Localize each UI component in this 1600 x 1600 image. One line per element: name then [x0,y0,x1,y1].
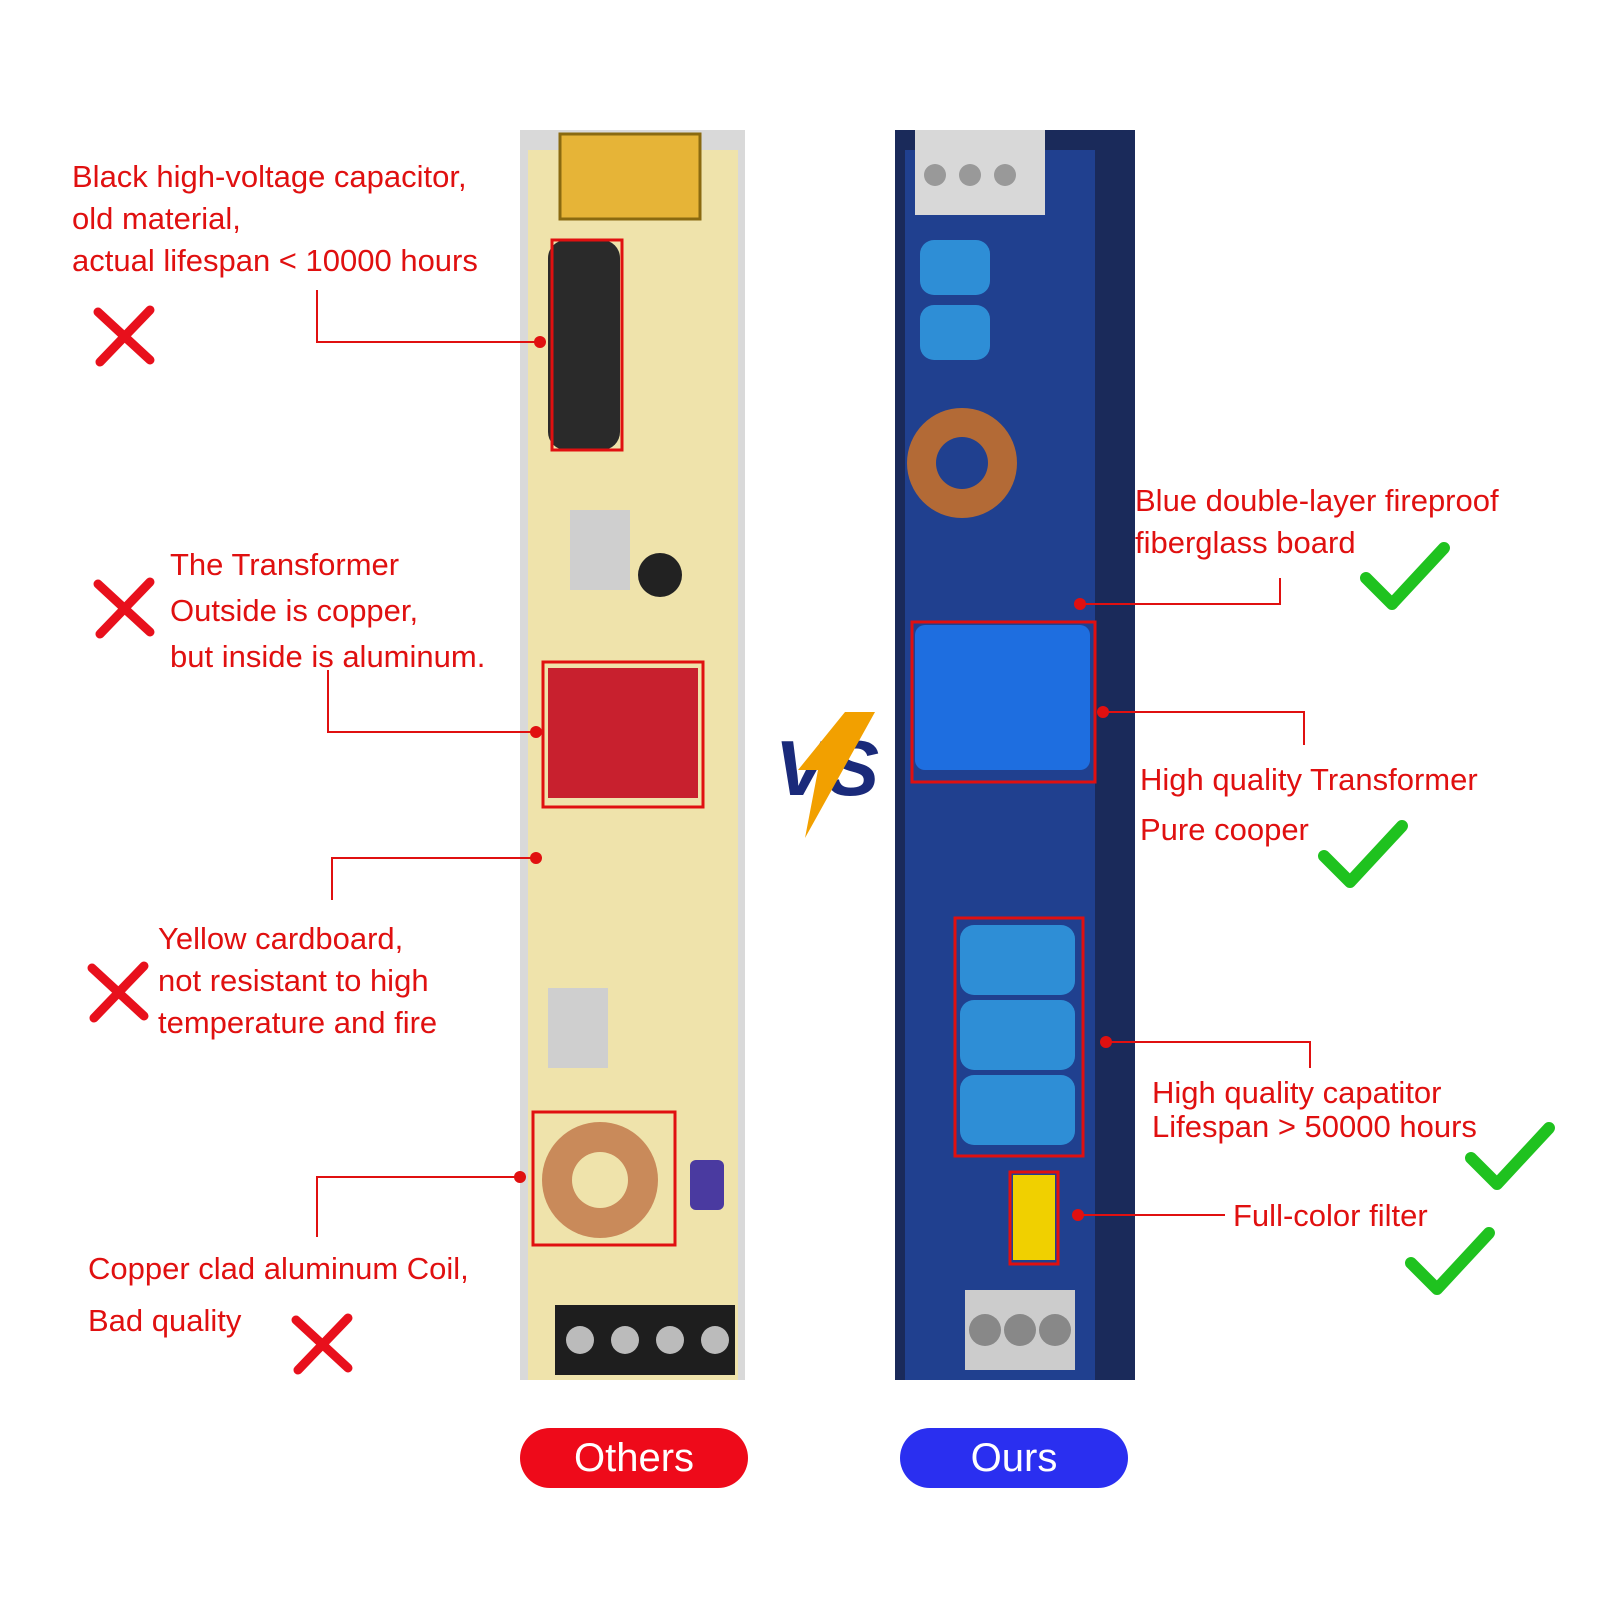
callout-line: Full-color filter [1233,1198,1428,1233]
leader-dots [514,336,1112,1221]
others-transformer-box [541,660,705,809]
others-board-image [520,130,745,1380]
callout-line: The Transformer [170,547,400,582]
callout-line: actual lifespan < 10000 hours [72,243,478,278]
vs-logo: VS [775,712,879,838]
callout-line: but inside is aluminum. [170,639,486,674]
ours-filter-callout: Full-color filter [1233,1195,1428,1237]
leader-lines [316,290,1311,1237]
ours-capacitor-callout: High quality capatitor Lifespan > 50000 … [1152,1076,1477,1144]
others-capacitor-box [550,238,624,452]
cross-icon [93,577,155,639]
others-capacitor-callout: Black high-voltage capacitor, old materi… [72,156,478,282]
check-icon [1465,1122,1555,1190]
highlight-boxes [531,238,1097,1266]
cross-icon [93,305,155,367]
others-button[interactable]: Others [520,1428,748,1488]
callout-line: High quality Transformer [1140,762,1478,797]
others-coil-callout: Copper clad aluminum Coil, Bad quality [88,1243,469,1347]
others-coil-box [531,1110,677,1247]
callout-line: High quality capatitor [1152,1075,1442,1110]
check-icon [1405,1227,1495,1295]
ours-transformer-callout: High quality Transformer Pure cooper [1140,755,1478,855]
others-board-callout: Yellow cardboard, not resistant to high … [158,918,437,1044]
callout-line: Outside is copper, [170,593,419,628]
cross-icon [87,961,149,1023]
callout-line: Black high-voltage capacitor, [72,159,467,194]
check-icon [1318,820,1408,888]
ours-transformer-box [910,620,1097,784]
cross-icon [291,1313,353,1375]
check-icon [1360,542,1450,610]
callout-line: Copper clad aluminum Coil, [88,1251,469,1286]
others-transformer-callout: The Transformer Outside is copper, but i… [170,542,485,680]
callout-line: old material, [72,201,241,236]
callout-line: fiberglass board [1135,525,1356,560]
ours-board-callout: Blue double-layer fireproof fiberglass b… [1135,480,1499,564]
callout-line: temperature and fire [158,1005,438,1040]
callout-line: Lifespan > 50000 hours [1152,1109,1477,1144]
callout-line: Yellow cardboard, [158,921,404,956]
ours-board-image [895,130,1135,1380]
callout-line: Pure cooper [1140,812,1309,847]
ours-capacitor-box [953,916,1085,1158]
callout-line: not resistant to high [158,963,429,998]
ours-filter-box [1008,1170,1060,1266]
ours-button[interactable]: Ours [900,1428,1128,1488]
callout-line: Bad quality [88,1303,242,1338]
callout-line: Blue double-layer fireproof [1135,483,1499,518]
